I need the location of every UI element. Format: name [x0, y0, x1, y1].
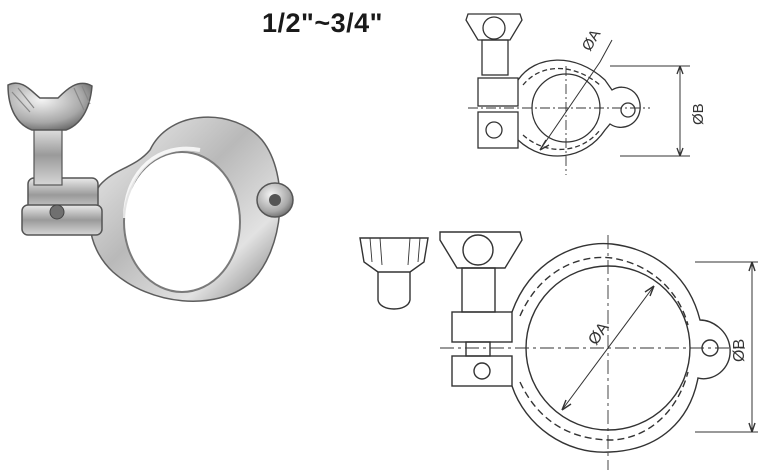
bottom-dim-a-label: ØA [585, 319, 612, 348]
size-range-title: 1/2"~3/4" [262, 8, 383, 38]
bottom-dim-b-label: ØB [731, 339, 748, 362]
wing-nut-photo [7, 82, 93, 131]
bottom-drawing [359, 231, 758, 470]
top-dim-a-label: ØA [579, 27, 605, 54]
top-dim-b-label: ØB [690, 103, 707, 125]
clamp-photo [7, 82, 294, 302]
top-drawing [465, 13, 690, 175]
bolt-shaft-photo [33, 124, 63, 186]
clamp-bore-photo [123, 151, 241, 293]
